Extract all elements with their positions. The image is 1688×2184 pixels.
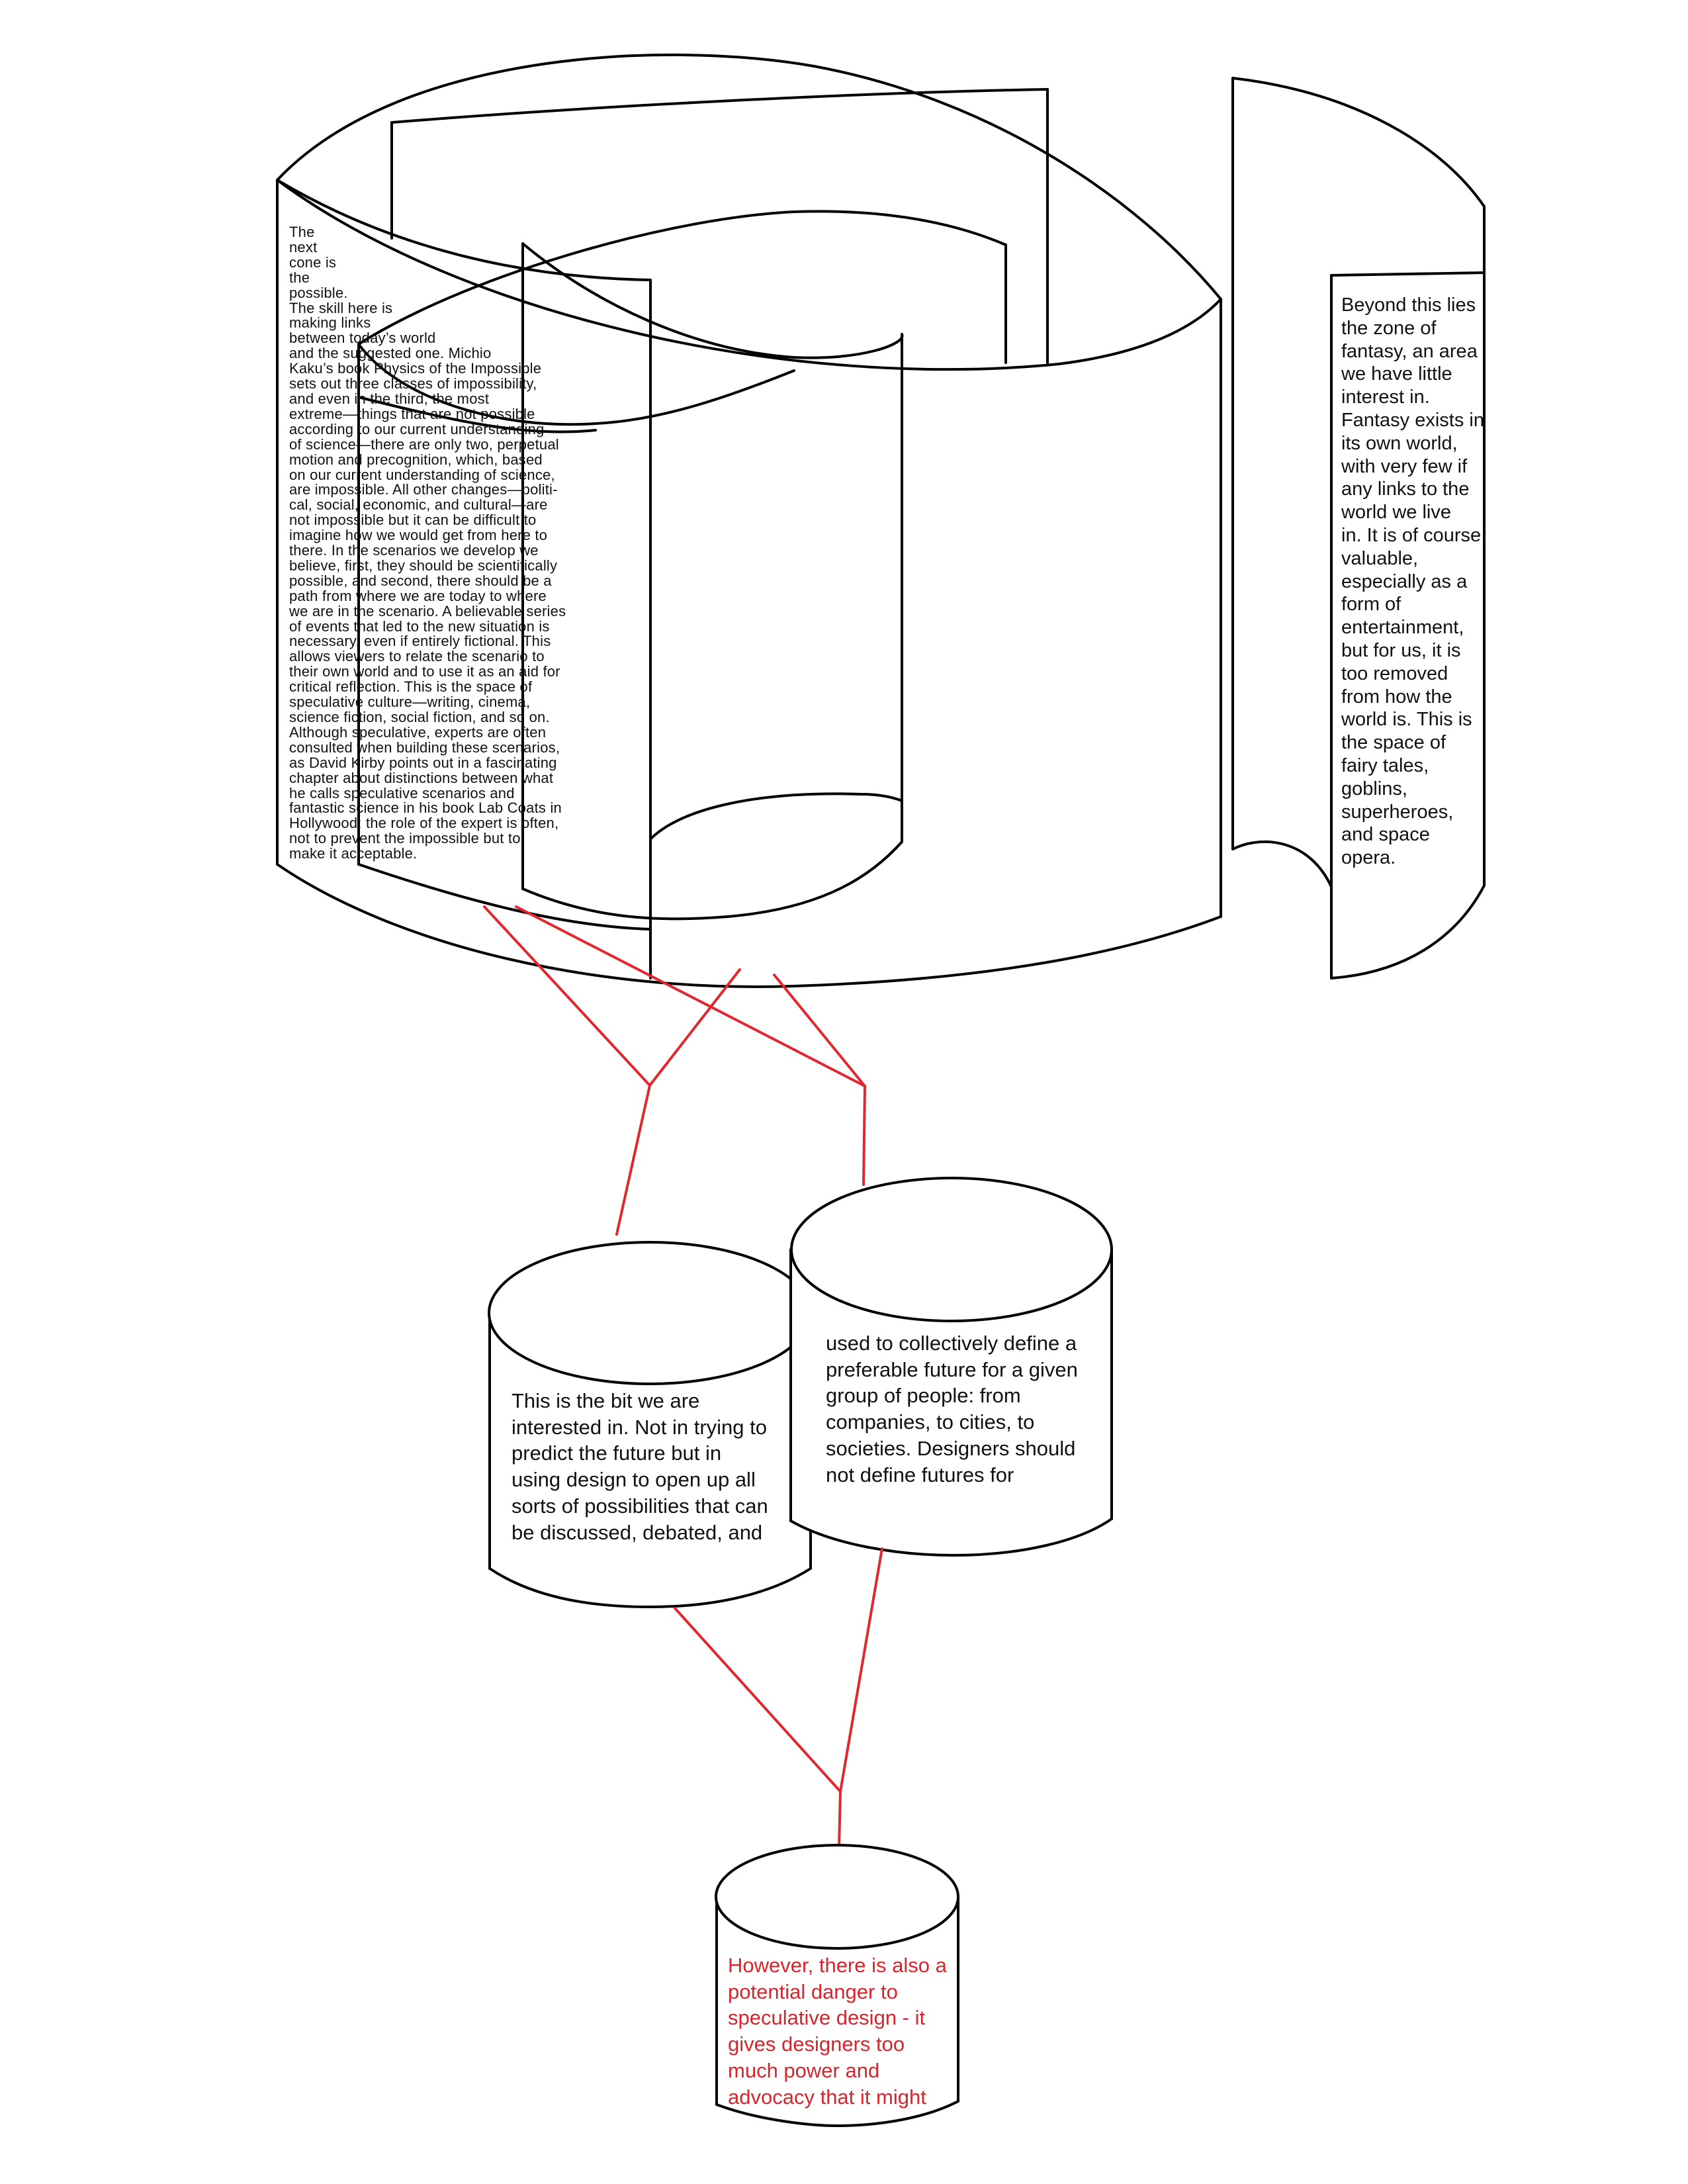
cylinder-right-text: used to collectively define a preferable… xyxy=(826,1332,1078,1486)
cylinder-right xyxy=(789,1177,1113,1557)
connector-lines-top xyxy=(483,905,866,1236)
inner-panel-1 xyxy=(357,88,1049,866)
inner-panel-2 xyxy=(357,210,1007,433)
fantasy-panel-text: Beyond this lies the zone of fantasy, an… xyxy=(1341,295,1484,869)
cylinder-bottom xyxy=(715,1844,959,2127)
cylinder-bottom-text: However, there is also a potential dange… xyxy=(728,1954,947,2109)
fantasy-panel xyxy=(1231,77,1486,979)
outer-cone-shell xyxy=(276,53,1222,988)
inner-panel-3 xyxy=(357,242,904,921)
possible-cone-text: The next cone is the possible. The skill… xyxy=(289,224,566,862)
possible-panel xyxy=(276,179,903,979)
cylinder-left-text: This is the bit we are interested in. No… xyxy=(511,1389,768,1544)
